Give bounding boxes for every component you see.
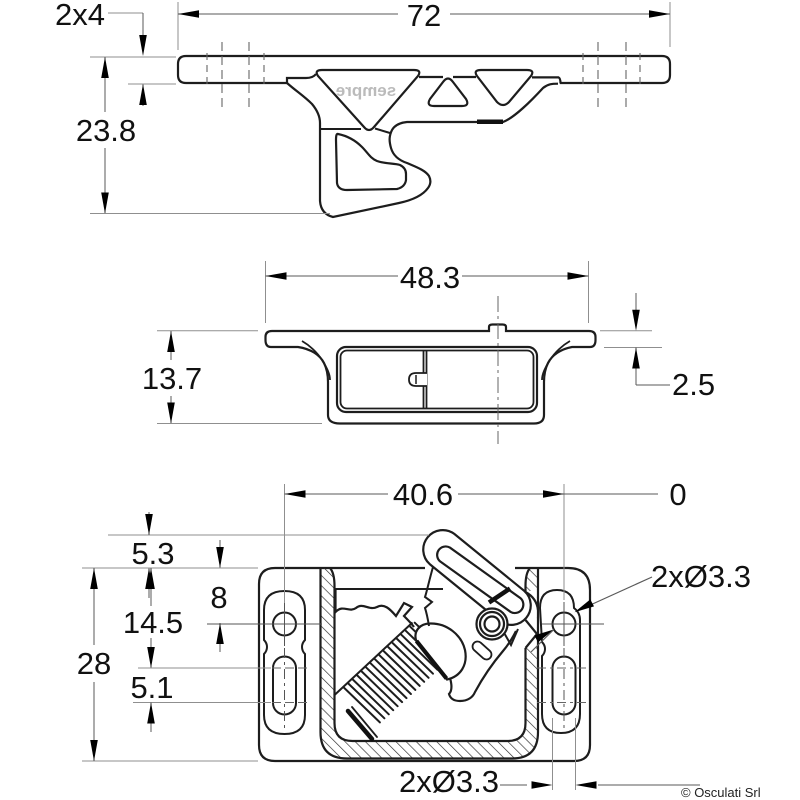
svg-text:2xØ3.3: 2xØ3.3 [651,559,751,594]
svg-text:28: 28 [77,646,111,681]
svg-text:40.6: 40.6 [393,477,453,512]
svg-text:23.8: 23.8 [76,113,136,148]
svg-text:2x4: 2x4 [55,0,105,32]
svg-text:48.3: 48.3 [400,260,460,295]
svg-text:72: 72 [407,0,441,33]
svg-text:14.5: 14.5 [123,605,183,640]
svg-text:5.3: 5.3 [131,536,174,571]
svg-text:© Osculati Srl: © Osculati Srl [681,785,761,800]
svg-text:8: 8 [210,580,227,615]
svg-text:2xØ3.3: 2xØ3.3 [399,764,499,799]
svg-text:13.7: 13.7 [142,361,202,396]
svg-text:2.5: 2.5 [672,367,715,402]
svg-text:5.1: 5.1 [130,670,173,705]
svg-text:0: 0 [669,477,686,512]
svg-text:sempre: sempre [336,81,396,100]
